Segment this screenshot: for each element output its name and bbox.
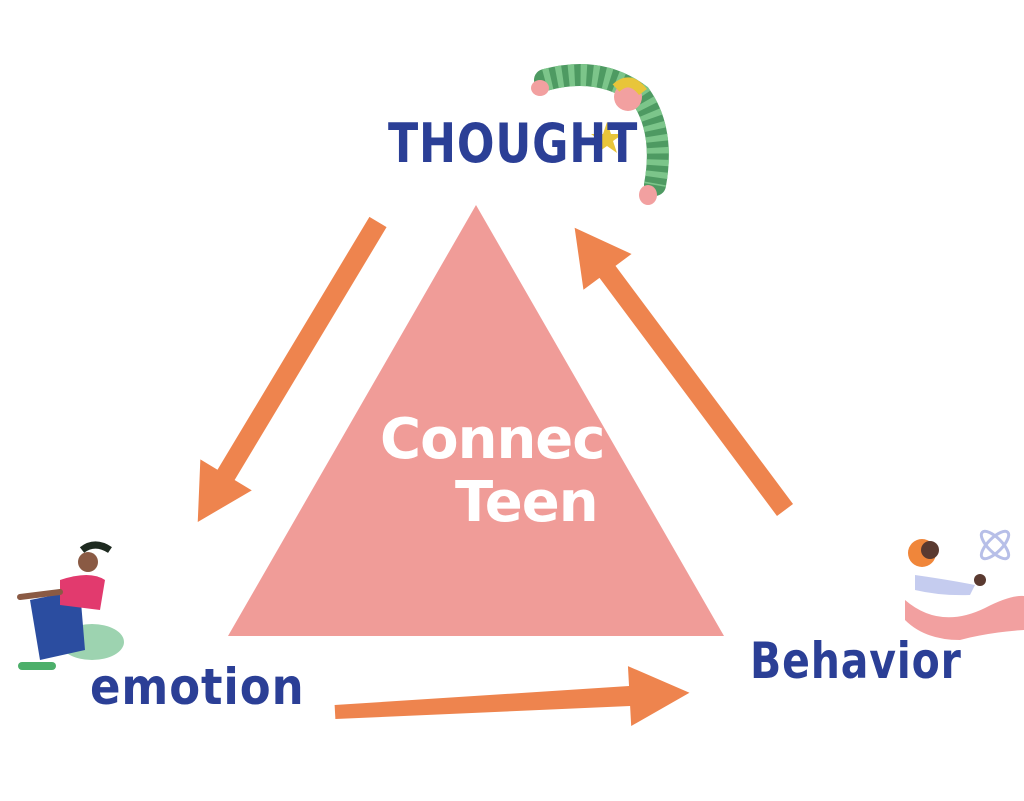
connecteen-logo-line2: Teen [455, 470, 599, 535]
thought-figure-illustration [531, 64, 669, 205]
star-icon [591, 122, 623, 153]
atom-icon [979, 529, 1011, 561]
arrow-emotion-to-behavior [334, 666, 690, 727]
behavior-label: Behavior [750, 632, 962, 690]
connecteen-logo-line1: Connec [380, 407, 605, 472]
thought-label: THOUGHT [388, 112, 639, 175]
arrow-thought-to-emotion [197, 216, 387, 523]
emotion-label: emotion [90, 658, 305, 716]
behavior-figure-illustration [905, 529, 1024, 640]
center-triangle [228, 205, 724, 636]
arrow-behavior-to-thought [574, 227, 794, 516]
emotion-figure-illustration [17, 541, 124, 670]
